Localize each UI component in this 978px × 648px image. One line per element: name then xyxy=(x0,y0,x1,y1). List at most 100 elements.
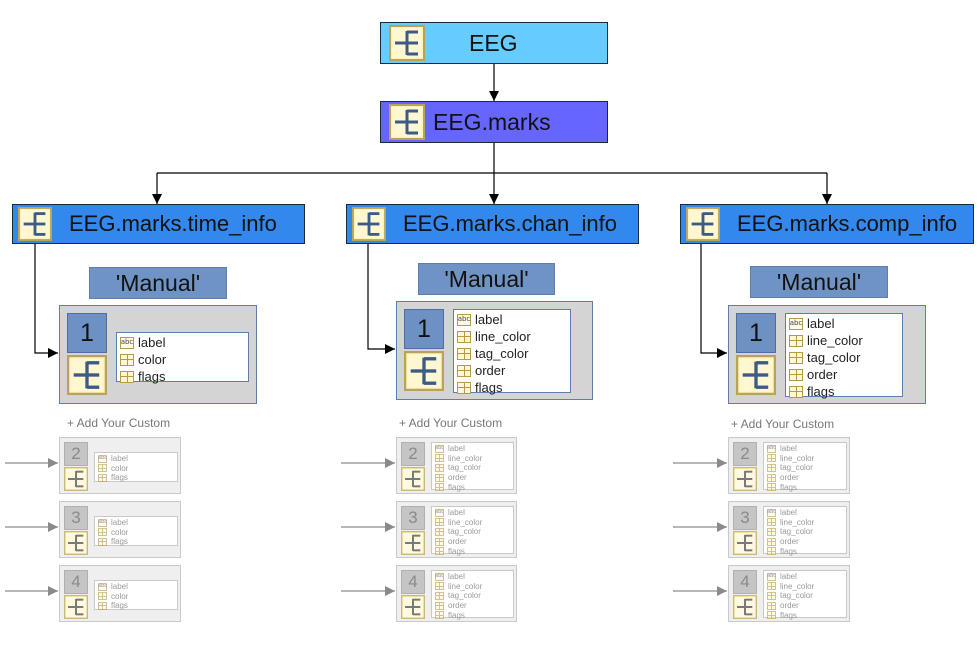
node-chan-info: EEG.marks.chan_info xyxy=(346,204,639,244)
field-flags: flags xyxy=(435,482,465,492)
field-color: color xyxy=(98,528,128,538)
field-name: color xyxy=(111,591,129,601)
field-name: tag_color xyxy=(780,527,813,537)
field-name: tag_color xyxy=(807,350,861,365)
field-order: order xyxy=(457,362,505,379)
grid-table-icon xyxy=(767,527,776,536)
abc-text-icon: abc xyxy=(435,444,444,453)
entry-index: 4 xyxy=(733,570,757,594)
grid-table-icon xyxy=(120,353,134,366)
structure-tree-icon xyxy=(67,355,107,400)
field-line-color: line_color xyxy=(435,518,482,528)
structure-tree-icon-glyph xyxy=(64,531,88,555)
add-custom-link[interactable]: + Add Your Custom xyxy=(399,416,503,430)
grid-table-icon xyxy=(98,601,107,610)
field-name: order xyxy=(448,473,467,483)
grid-table-icon xyxy=(457,347,471,360)
structure-tree-icon xyxy=(64,595,88,624)
node-label: EEG.marks.chan_info xyxy=(403,211,617,236)
field-name: flags xyxy=(448,546,465,556)
field-name: flags xyxy=(807,384,835,399)
entry-index: 3 xyxy=(733,506,757,530)
entry-index: 2 xyxy=(733,442,757,466)
field-name: order xyxy=(448,537,467,547)
grid-table-icon xyxy=(435,473,444,482)
field-name: label xyxy=(780,508,797,518)
field-name: tag_color xyxy=(475,346,529,361)
structure-tree-icon xyxy=(64,467,88,496)
field-name: line_color xyxy=(780,517,815,527)
field-flags: flags xyxy=(767,610,797,620)
field-name: label xyxy=(111,454,128,464)
structure-tree-icon-glyph xyxy=(401,531,425,555)
field-line-color: line_color xyxy=(457,328,531,345)
grid-table-icon xyxy=(435,547,444,556)
field-name: line_color xyxy=(807,333,863,348)
field-name: flags xyxy=(448,610,465,620)
abc-text-icon: abc xyxy=(767,444,776,453)
structure-tree-icon-glyph xyxy=(733,467,757,491)
field-name: order xyxy=(780,601,799,611)
structure-tree-icon-glyph xyxy=(404,351,444,391)
grid-table-icon xyxy=(767,537,776,546)
field-name: flags xyxy=(448,482,465,492)
node-label: EEG xyxy=(469,30,518,56)
abc-text-icon: abc xyxy=(98,518,107,527)
grid-table-icon xyxy=(435,518,444,527)
grid-table-icon xyxy=(767,611,776,620)
structure-tree-icon xyxy=(733,595,757,624)
field-name: tag_color xyxy=(448,591,481,601)
entry-index: 4 xyxy=(401,570,425,594)
node-comp-info: EEG.marks.comp_info xyxy=(680,204,974,244)
field-name: line_color xyxy=(448,453,483,463)
structure-tree-icon xyxy=(733,531,757,560)
connector-arrow xyxy=(367,244,395,354)
entry-index: 4 xyxy=(64,570,88,594)
field-color: color xyxy=(98,464,128,474)
structure-tree-icon xyxy=(736,355,776,400)
field-name: flags xyxy=(780,610,797,620)
grid-table-icon xyxy=(767,582,776,591)
structure-tree-icon xyxy=(389,25,425,66)
entry-index: 2 xyxy=(64,442,88,466)
field-tag-color: tag_color xyxy=(435,527,481,537)
field-line-color: line_color xyxy=(767,582,814,592)
grid-table-icon xyxy=(457,330,471,343)
grid-table-icon xyxy=(98,592,107,601)
structure-tree-icon-glyph xyxy=(64,467,88,491)
tag-manual: 'Manual' xyxy=(418,263,555,295)
grid-table-icon xyxy=(98,464,107,473)
add-custom-link[interactable]: + Add Your Custom xyxy=(67,416,171,430)
grid-table-icon xyxy=(120,370,134,383)
abc-text-icon: abc xyxy=(435,508,444,517)
add-custom-link[interactable]: + Add Your Custom xyxy=(731,417,835,431)
structure-tree-icon-glyph xyxy=(686,207,720,241)
field-order: order xyxy=(767,537,799,547)
field-name: label xyxy=(475,312,503,327)
grid-table-icon xyxy=(435,463,444,472)
structure-tree-icon xyxy=(401,531,425,560)
grid-table-icon xyxy=(789,351,803,364)
field-name: order xyxy=(807,367,838,382)
